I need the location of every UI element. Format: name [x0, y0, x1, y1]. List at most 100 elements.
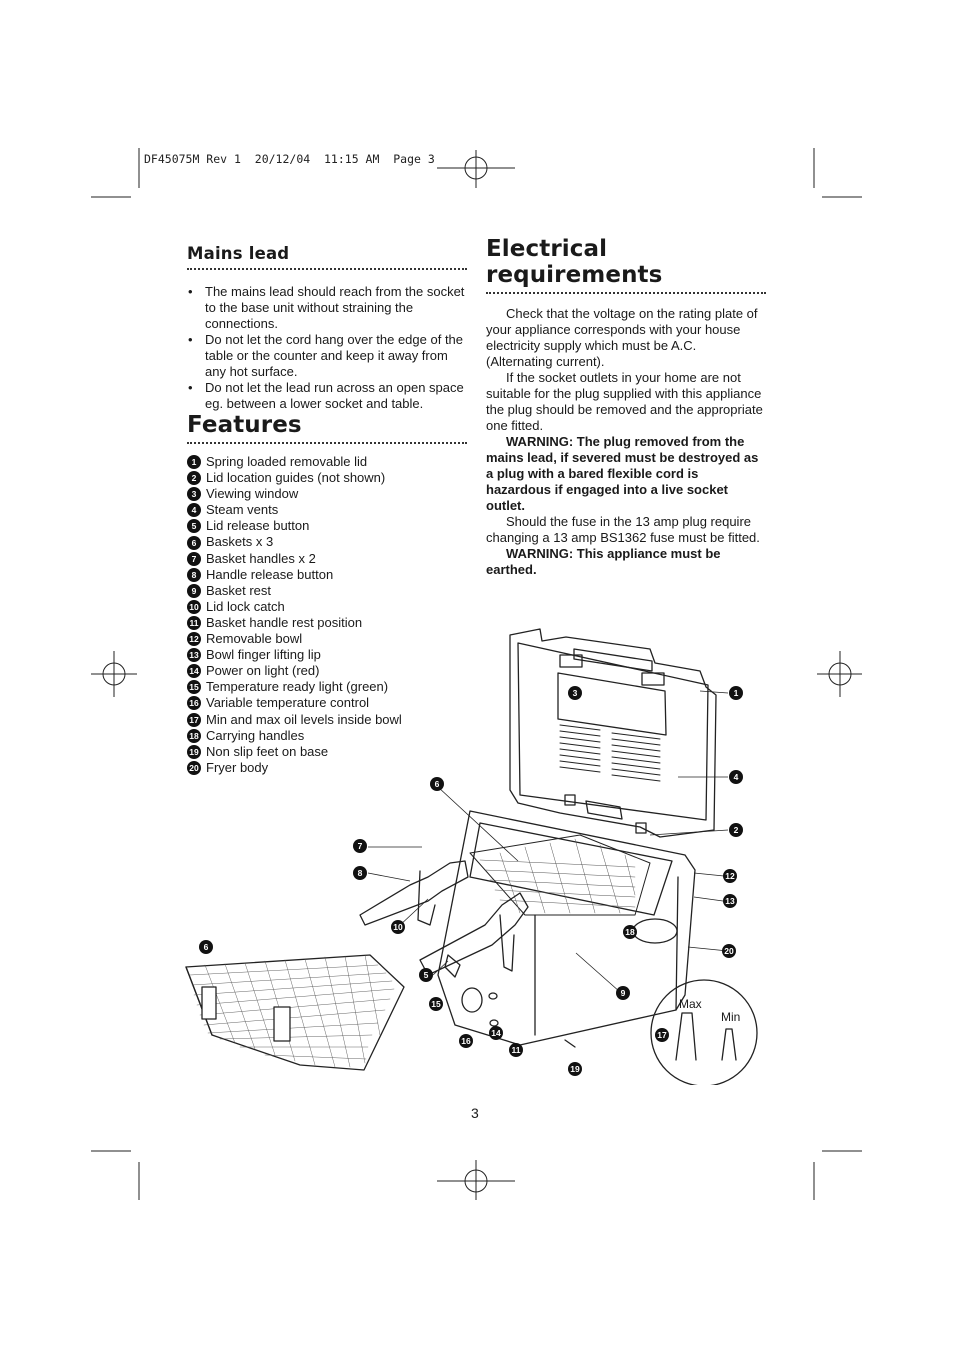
list-item: Do not let the lead run across an open s…	[187, 380, 467, 412]
feature-number: 17	[187, 712, 201, 727]
callout-11: 11	[509, 1043, 523, 1057]
feature-number: 11	[187, 615, 201, 630]
feature-item: 12 Removable bowl	[187, 631, 467, 647]
feature-item: 13 Bowl finger lifting lip	[187, 647, 467, 663]
feature-label: Removable bowl	[206, 631, 303, 647]
callout-5: 5	[419, 968, 433, 982]
callout-19: 19	[568, 1062, 582, 1076]
mains-lead-list: The mains lead should reach from the soc…	[187, 284, 467, 412]
feature-label: Lid lock catch	[206, 598, 285, 614]
feature-item: 17 Min and max oil levels inside bowl	[187, 712, 467, 728]
feature-number: 10	[187, 599, 201, 614]
oil-level-inset	[650, 979, 758, 1085]
feature-number: 14	[187, 664, 201, 679]
feature-label: Lid release button	[206, 518, 310, 534]
feature-label: Basket handles x 2	[206, 550, 316, 566]
paragraph: Check that the voltage on the rating pla…	[486, 306, 758, 369]
max-label: Max	[679, 997, 702, 1011]
feature-label: Power on light (red)	[206, 663, 320, 679]
feature-label: Baskets x 3	[206, 534, 274, 550]
right-column: Electrical requirements Check that the v…	[486, 236, 766, 578]
feature-item: 4 Steam vents	[187, 502, 467, 518]
callout-7: 7	[353, 839, 367, 853]
callout-6: 6	[430, 777, 444, 791]
feature-item: 10 Lid lock catch	[187, 599, 467, 615]
electrical-heading: Electrical requirements	[486, 236, 766, 294]
features-heading: Features	[187, 412, 467, 444]
basket-handle	[419, 892, 529, 976]
feature-item: 16 Variable temperature control	[187, 695, 467, 711]
feature-number: 3	[187, 487, 201, 502]
print-slug: DF45075M Rev 1 20/12/04 11:15 AM Page 3	[144, 152, 435, 166]
warning-paragraph: WARNING: This appliance must be earthed.	[486, 546, 721, 577]
callout-8: 8	[353, 866, 367, 880]
feature-label: Bowl finger lifting lip	[206, 647, 321, 663]
paragraph: If the socket outlets in your home are n…	[486, 370, 763, 433]
callout-6-basket: 6	[199, 940, 213, 954]
feature-number: 7	[187, 551, 201, 566]
feature-label: Fryer body	[206, 759, 269, 775]
temperature-control	[461, 987, 483, 1013]
feature-number: 6	[187, 535, 201, 550]
callout-4: 4	[729, 770, 743, 784]
feature-number: 13	[187, 648, 201, 663]
lid	[509, 628, 717, 838]
feature-label: Viewing window	[206, 486, 299, 502]
callout-16: 16	[459, 1034, 473, 1048]
min-label: Min	[721, 1010, 741, 1024]
callout-12: 12	[723, 869, 737, 883]
callout-15: 15	[429, 997, 443, 1011]
callout-10: 10	[391, 920, 405, 934]
feature-item: 3 Viewing window	[187, 486, 467, 502]
feature-item: 2 Lid location guides (not shown)	[187, 470, 467, 486]
feature-label: Basket rest	[206, 582, 272, 598]
callout-2: 2	[729, 823, 743, 837]
feature-label: Variable temperature control	[206, 695, 370, 711]
list-item: The mains lead should reach from the soc…	[187, 284, 467, 332]
feature-number: 9	[187, 583, 201, 598]
callout-13: 13	[723, 894, 737, 908]
callout-9: 9	[616, 986, 630, 1000]
feature-item: 6 Baskets x 3	[187, 534, 467, 550]
callout-14: 14	[489, 1026, 503, 1040]
feature-number: 4	[187, 503, 201, 518]
feature-item: 11 Basket handle rest position	[187, 615, 467, 631]
feature-label: Spring loaded removable lid	[206, 454, 368, 469]
feature-number: 12	[187, 632, 201, 647]
features-list: 1 Spring loaded removable lid 2 Lid locatio…	[187, 454, 467, 776]
feature-label: Non slip feet on base	[206, 743, 329, 759]
feature-item: 9 Basket rest	[187, 583, 467, 599]
feature-number: 1	[187, 455, 201, 470]
feature-number: 20	[187, 760, 201, 775]
feature-item: 7 Basket handles x 2	[187, 551, 467, 567]
basket-handle	[359, 860, 469, 926]
paragraph: Should the fuse in the 13 amp plug requi…	[486, 514, 760, 545]
feature-label: Handle release button	[206, 566, 334, 582]
feature-number: 19	[187, 744, 201, 759]
feature-label: Min and max oil levels inside bowl	[206, 711, 402, 727]
callout-20: 20	[722, 944, 736, 958]
feature-number: 18	[187, 728, 201, 743]
viewing-window	[557, 672, 667, 736]
mains-lead-heading: Mains lead	[187, 244, 467, 270]
page-number: 3	[471, 1105, 479, 1121]
callout-17: 17	[655, 1028, 669, 1042]
feature-item: 1 Spring loaded removable lid	[187, 454, 467, 470]
feature-item: 19 Non slip feet on base	[187, 744, 467, 760]
fryer-diagram	[185, 628, 758, 1085]
feature-item: 14 Power on light (red)	[187, 663, 467, 679]
feature-number: 2	[187, 471, 201, 486]
feature-label: Steam vents	[206, 502, 279, 518]
warning-paragraph: WARNING: The plug removed from the mains…	[486, 434, 759, 513]
feature-label: Lid location guides (not shown)	[206, 470, 386, 486]
feature-label: Basket handle rest position	[206, 614, 363, 630]
feature-number: 15	[187, 680, 201, 695]
feature-number: 16	[187, 696, 201, 711]
spare-basket	[185, 954, 405, 1071]
feature-item: 20 Fryer body	[187, 760, 467, 776]
